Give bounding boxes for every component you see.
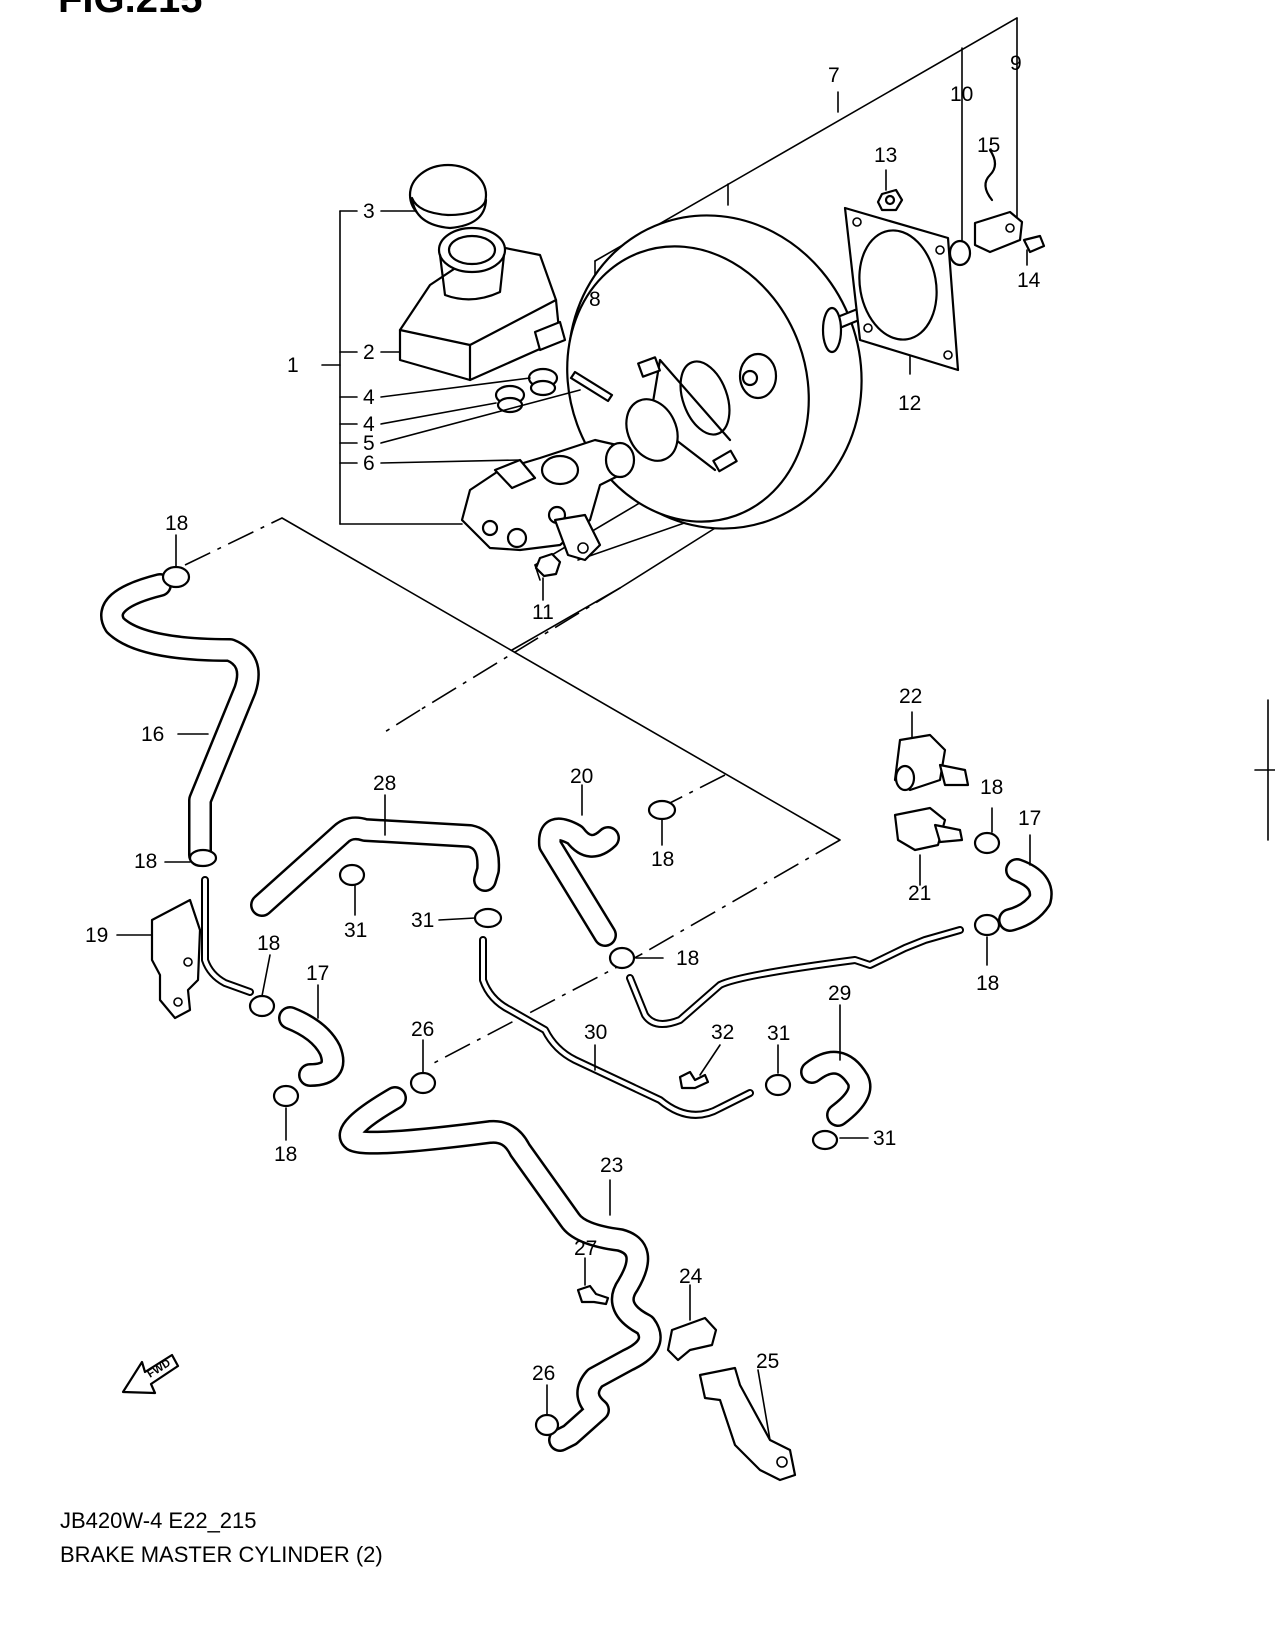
callout-17a: 17 [306, 962, 329, 985]
master-cylinder-seal [625, 398, 679, 462]
clevis-hardware [876, 148, 1046, 267]
master-cylinder-nut [534, 552, 562, 578]
callout-7: 7 [828, 64, 840, 87]
fwd-arrow-icon: FWD [121, 1353, 180, 1395]
grommets-and-pin [494, 367, 614, 414]
diagram-title: BRAKE MASTER CYLINDER (2) [60, 1542, 383, 1567]
hose-23 [338, 1086, 662, 1452]
callout-9: 9 [1010, 52, 1022, 75]
callout-24: 24 [679, 1265, 703, 1288]
callout-18c: 18 [257, 932, 280, 955]
pipe-18-to-21 [626, 926, 964, 1028]
callout-17b: 17 [1018, 807, 1041, 830]
callout-18f: 18 [676, 947, 699, 970]
callout-11: 11 [532, 601, 554, 624]
callout-30: 30 [584, 1021, 607, 1044]
callout-26a: 26 [411, 1018, 434, 1041]
hose-20 [537, 817, 620, 947]
callout-19: 19 [85, 924, 108, 947]
bracket-25 [698, 1366, 797, 1482]
callout-8: 8 [589, 288, 601, 311]
callout-2: 2 [363, 341, 375, 364]
callout-23: 23 [600, 1154, 623, 1177]
callout-28: 28 [373, 772, 396, 795]
clamps [161, 565, 1001, 1437]
callout-5: 5 [363, 432, 375, 455]
callout-32: 32 [711, 1021, 734, 1044]
callout-18b: 18 [134, 850, 157, 873]
hose-28 [250, 816, 501, 917]
valve-22 [893, 733, 970, 792]
callout-18h: 18 [976, 972, 999, 995]
callout-4b: 4 [363, 413, 375, 436]
valve-21 [893, 806, 964, 852]
callout-18g: 18 [980, 776, 1003, 799]
callout-15: 15 [977, 134, 1000, 157]
leader-lines [116, 169, 1031, 1441]
callout-21: 21 [908, 882, 931, 905]
callout-25: 25 [756, 1350, 779, 1373]
callout-13: 13 [874, 144, 897, 167]
callout-18a: 18 [165, 512, 188, 535]
hose-17-left [278, 1006, 345, 1087]
diagram-code: JB420W-4 E22_215 [60, 1508, 257, 1533]
pipe-30 [479, 936, 754, 1119]
callout-1: 1 [287, 354, 299, 377]
hose-16 [100, 573, 260, 867]
hose-29 [800, 1050, 872, 1127]
bracket-19 [150, 898, 202, 1020]
callout-14: 14 [1017, 269, 1041, 292]
callout-numbers: 3 1 2 4 4 5 6 7 8 9 10 11 12 13 14 15 16… [85, 52, 1041, 1385]
callout-10: 10 [950, 83, 973, 106]
callout-18e: 18 [651, 848, 674, 871]
bracket-24 [666, 1316, 718, 1362]
pipe-19 [201, 876, 254, 996]
callout-27: 27 [574, 1237, 597, 1260]
callout-29: 29 [828, 982, 851, 1005]
callout-31c: 31 [767, 1022, 790, 1045]
hose-17-right [998, 858, 1053, 932]
callout-3: 3 [363, 200, 375, 223]
callout-31b: 31 [411, 909, 434, 932]
figure-label: FIG.215 [58, 0, 203, 21]
booster-gasket [843, 206, 960, 372]
callout-12: 12 [898, 392, 921, 415]
master-cylinder [460, 438, 636, 562]
callout-26b: 26 [532, 1362, 555, 1385]
callout-6: 6 [363, 452, 375, 475]
callout-4a: 4 [363, 386, 375, 409]
callout-22: 22 [899, 685, 922, 708]
callout-31a: 31 [344, 919, 367, 942]
callout-20: 20 [570, 765, 593, 788]
assembly-bracket [321, 210, 463, 525]
brake-fluid-reservoir [398, 163, 567, 382]
callout-18d: 18 [274, 1143, 297, 1166]
callout-16: 16 [141, 723, 164, 746]
callout-31d: 31 [873, 1127, 896, 1150]
